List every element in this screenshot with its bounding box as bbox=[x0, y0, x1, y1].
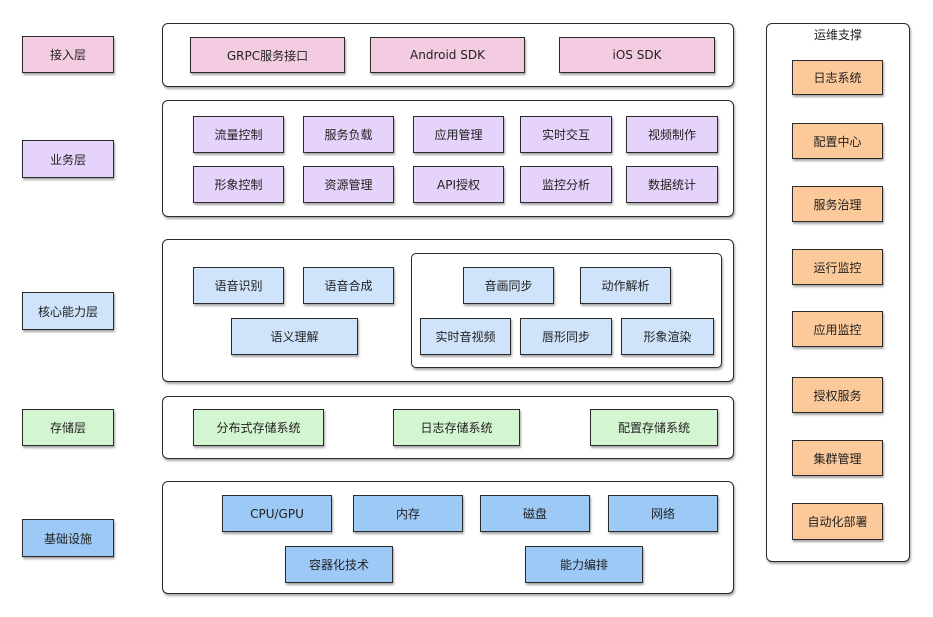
ops-support-frame bbox=[766, 23, 910, 562]
ops-support-title: 运维支撑 bbox=[813, 28, 862, 42]
ops-item-service-gov: 服务治理 bbox=[792, 186, 883, 222]
data-stats-box: 数据统计 bbox=[626, 166, 718, 203]
cpu-gpu-box: CPU/GPU bbox=[222, 495, 332, 532]
ops-item-config-center: 配置中心 bbox=[792, 123, 883, 159]
tts-box: 语音合成 bbox=[303, 267, 394, 304]
log-storage-box: 日志存储系统 bbox=[393, 409, 520, 446]
network-box: 网络 bbox=[608, 495, 718, 532]
distributed-storage-box: 分布式存储系统 bbox=[193, 409, 324, 446]
video-make-box: 视频制作 bbox=[626, 116, 718, 153]
ops-item-app-monitor: 应用监控 bbox=[792, 311, 883, 347]
rt-av-box: 实时音视频 bbox=[420, 318, 511, 355]
nlu-box: 语义理解 bbox=[231, 318, 358, 355]
container-box: 容器化技术 bbox=[285, 546, 393, 583]
ios-sdk-box: iOS SDK bbox=[559, 37, 715, 73]
asr-box: 语音识别 bbox=[193, 267, 284, 304]
layer-label-core: 核心能力层 bbox=[22, 292, 114, 330]
ops-item-cluster-manage: 集群管理 bbox=[792, 440, 883, 476]
monitor-analysis-box: 监控分析 bbox=[520, 166, 612, 203]
config-storage-box: 配置存储系统 bbox=[590, 409, 718, 446]
api-auth-box: API授权 bbox=[413, 166, 504, 203]
ops-item-auth-service: 授权服务 bbox=[792, 377, 883, 413]
layer-label-business: 业务层 bbox=[22, 140, 114, 178]
resource-manage-box: 资源管理 bbox=[303, 166, 394, 203]
ops-item-run-monitor: 运行监控 bbox=[792, 249, 883, 285]
realtime-interact-box: 实时交互 bbox=[520, 116, 612, 153]
motion-parse-box: 动作解析 bbox=[580, 267, 671, 304]
grpc-service-box: GRPC服务接口 bbox=[190, 37, 345, 73]
avatar-render-box: 形象渲染 bbox=[621, 318, 714, 355]
disk-box: 磁盘 bbox=[480, 495, 590, 532]
lip-sync-box: 唇形同步 bbox=[520, 318, 612, 355]
ops-item-log-system: 日志系统 bbox=[792, 60, 883, 95]
app-manage-box: 应用管理 bbox=[413, 116, 504, 153]
orchestration-box: 能力编排 bbox=[525, 546, 643, 583]
av-sync-box: 音画同步 bbox=[463, 267, 554, 304]
layer-label-access: 接入层 bbox=[22, 36, 114, 73]
flow-control-box: 流量控制 bbox=[193, 116, 284, 153]
memory-box: 内存 bbox=[353, 495, 463, 532]
service-load-box: 服务负载 bbox=[303, 116, 394, 153]
layer-label-storage: 存储层 bbox=[22, 409, 114, 446]
android-sdk-box: Android SDK bbox=[370, 37, 525, 73]
ops-item-auto-deploy: 自动化部署 bbox=[792, 503, 883, 540]
avatar-control-box: 形象控制 bbox=[193, 166, 284, 203]
layer-label-infra: 基础设施 bbox=[22, 519, 114, 557]
